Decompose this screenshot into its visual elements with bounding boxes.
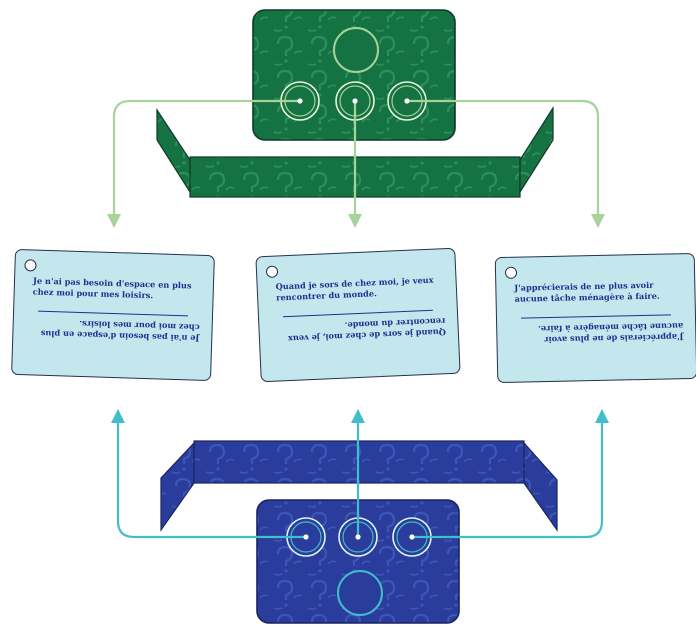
card-question-upside-down: Quand je sors de chez moi, je veux renco… xyxy=(287,316,447,345)
card-question: J'apprécierais de ne plus avoir aucune t… xyxy=(514,279,660,304)
green-top-slot-icon xyxy=(333,27,379,73)
blue-arrow-right xyxy=(412,423,604,539)
card-question-upside-down: J'apprécierais de ne plus avoir aucune t… xyxy=(537,321,684,346)
green-arrow-right xyxy=(407,99,600,214)
question-card-right: J'apprécierais de ne plus avoir aucune t… xyxy=(494,252,696,384)
card-question: Quand je sors de chez moi, je veux renco… xyxy=(275,274,434,303)
card-question-upside-down: Je n'ai pas besoin d'espace en plus chez… xyxy=(40,318,200,344)
card-divider xyxy=(38,310,189,317)
card-divider xyxy=(520,314,671,319)
green-arrow-left xyxy=(112,99,300,214)
question-card-left: Je n'ai pas besoin d'espace en plus chez… xyxy=(11,248,215,382)
green-arrowheads xyxy=(107,214,605,228)
blue-arrow-left xyxy=(116,423,306,539)
question-card-middle: Quand je sors de chez moi, je veux renco… xyxy=(255,247,461,383)
card-hole-icon xyxy=(265,265,279,278)
blue-arrowheads xyxy=(111,409,609,423)
card-hole-icon xyxy=(24,259,37,272)
card-hole-icon xyxy=(504,266,518,279)
blue-arrows xyxy=(116,423,604,539)
blue-bottom-slot-icon xyxy=(337,570,383,616)
green-arrows xyxy=(112,99,600,214)
card-question: Je n'ai pas besoin d'espace en plus chez… xyxy=(32,275,192,301)
